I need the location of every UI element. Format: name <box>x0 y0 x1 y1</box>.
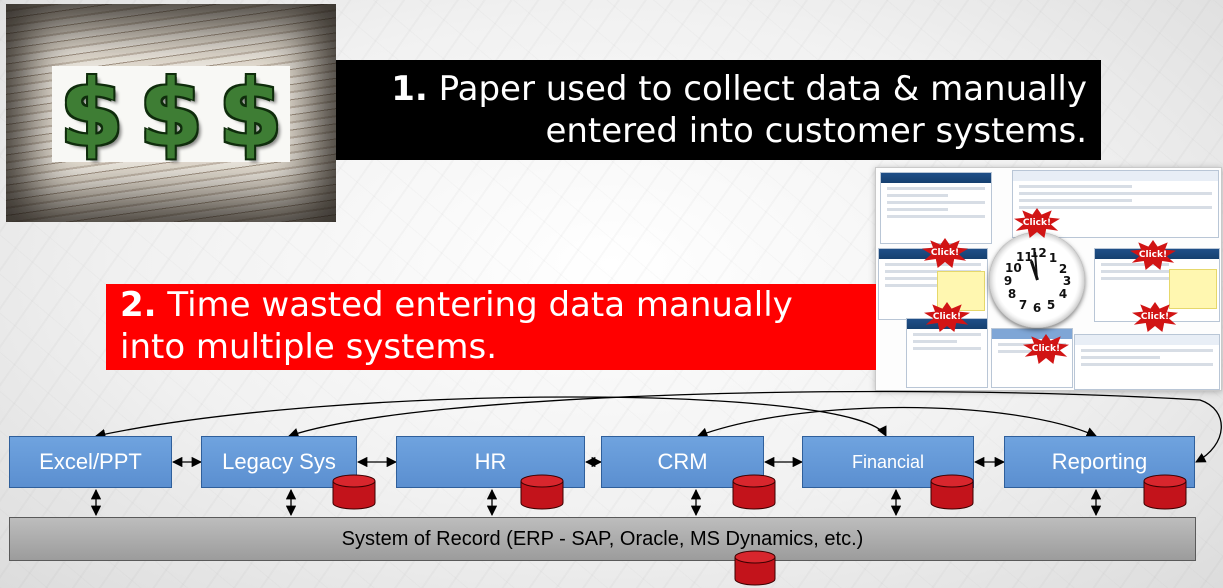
system-of-record-label: System of Record (ERP - SAP, Oracle, MS … <box>341 527 864 550</box>
callout-time-wasted: 2. Time wasted entering data manually in… <box>106 284 876 370</box>
system-label: HR <box>474 449 507 474</box>
dollar-sign: $ <box>138 60 203 167</box>
system-of-record-bar: System of Record (ERP - SAP, Oracle, MS … <box>9 517 1196 561</box>
clock-number: 8 <box>1007 287 1017 301</box>
clock-number: 11 <box>1016 250 1033 264</box>
callout-1-text-2: entered into customer systems. <box>545 111 1087 151</box>
click-label: Click! <box>1140 312 1170 322</box>
callout-1-text-1: Paper used to collect data & manually <box>438 69 1087 109</box>
dollar-sign: $ <box>218 60 283 167</box>
clock-number: 2 <box>1058 262 1068 276</box>
curved-link-crm-reporting <box>697 406 1097 438</box>
callout-paper-data: 1. Paper used to collect data & manually… <box>336 60 1101 160</box>
callout-2-text-2: into multiple systems. <box>120 327 498 367</box>
dollar-band: $ $ $ <box>52 66 290 162</box>
clock-face: 12 1 2 3 4 5 6 7 8 9 10 11 <box>1001 244 1073 316</box>
clock-number: 1 <box>1048 251 1058 265</box>
database-icon <box>1143 474 1187 510</box>
curved-link-excel-financial <box>94 396 887 440</box>
click-label: Click! <box>1022 218 1052 228</box>
click-label: Click! <box>1031 344 1061 354</box>
click-label: Click! <box>932 312 962 322</box>
system-label: Excel/PPT <box>39 449 142 474</box>
system-label: Financial <box>851 451 925 472</box>
click-label: Click! <box>930 248 960 258</box>
system-label: CRM <box>657 449 708 474</box>
callout-2-number: 2. <box>120 285 157 325</box>
system-box-excel: Excel/PPT <box>9 436 172 488</box>
clock-number: 3 <box>1062 274 1072 288</box>
app-screenshot <box>1074 334 1220 390</box>
screenshot-collage: 12 1 2 3 4 5 6 7 8 9 10 11 Click! Click!… <box>875 167 1222 391</box>
callout-2-text-1: Time wasted entering data manually <box>167 285 793 325</box>
database-icon <box>734 550 776 586</box>
database-icon <box>332 474 376 510</box>
system-label: Reporting <box>1051 449 1148 474</box>
database-icon <box>930 474 974 510</box>
system-box-hr: HR <box>396 436 585 488</box>
clock-number: 7 <box>1018 298 1028 312</box>
app-screenshot <box>880 172 992 244</box>
curved-link-legacy-reporting <box>288 390 1222 463</box>
paper-stack-photo: $ $ $ <box>6 4 336 222</box>
clock-number: 4 <box>1058 287 1068 301</box>
callout-1-number: 1. <box>391 69 428 109</box>
system-label: Legacy Sys <box>222 449 336 474</box>
database-icon <box>520 474 564 510</box>
callout-2-line-1: 2. Time wasted entering data manually <box>120 284 876 326</box>
clock-number: 9 <box>1003 274 1013 288</box>
click-label: Click! <box>1138 250 1168 260</box>
clock-number: 5 <box>1046 298 1056 312</box>
dollar-sign: $ <box>59 60 124 167</box>
clock-number: 10 <box>1005 261 1022 275</box>
database-icon <box>732 474 776 510</box>
system-box-legacy: Legacy Sys <box>201 436 357 488</box>
callout-1-line-1: 1. Paper used to collect data & manually <box>336 68 1087 110</box>
clock-icon: 12 1 2 3 4 5 6 7 8 9 10 11 <box>989 232 1085 328</box>
clock-number: 6 <box>1032 301 1042 315</box>
